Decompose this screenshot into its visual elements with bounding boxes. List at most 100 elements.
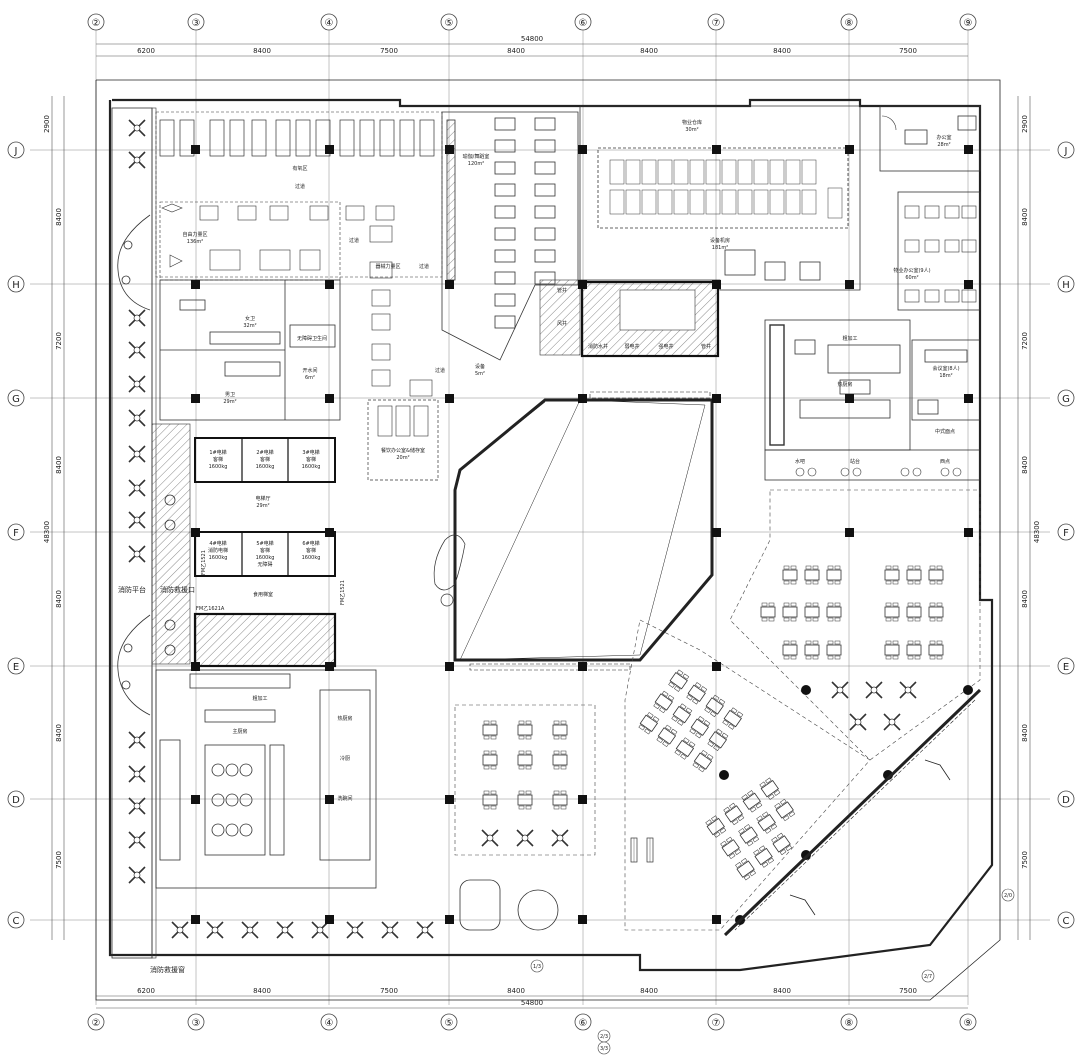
right-kitchen	[764, 319, 981, 481]
left-terrace	[111, 107, 157, 959]
svg-text:C: C	[13, 916, 20, 927]
svg-text:消防救援窗: 消防救援窗	[150, 965, 185, 974]
dimensions-bottom	[96, 995, 968, 1009]
svg-text:FM乙1621A: FM乙1621A	[196, 605, 225, 612]
svg-text:8400: 8400	[253, 47, 271, 55]
svg-text:无障碍卫生间: 无障碍卫生间	[297, 335, 327, 342]
svg-text:7500: 7500	[899, 47, 917, 55]
dimension-text-right: 2900 8400 7200 8400 48300 8400 8400 7500	[1021, 115, 1041, 869]
gym-zone: 有氧区 过道 自由力量区 136m² 过道 过道 器械力量区	[155, 111, 443, 397]
svg-text:1600kg: 1600kg	[256, 555, 275, 561]
svg-text:③: ③	[192, 1018, 201, 1029]
svg-text:120m²: 120m²	[468, 161, 484, 167]
svg-text:②: ②	[92, 1018, 101, 1029]
atrium-seating	[433, 534, 466, 607]
svg-text:1/3: 1/3	[533, 964, 541, 970]
svg-text:粗加工: 粗加工	[842, 335, 857, 342]
svg-text:⑤: ⑤	[445, 18, 454, 29]
svg-text:③: ③	[192, 18, 201, 29]
svg-text:G: G	[12, 394, 20, 405]
meeting-room-labels: 会议室(8人) 18m²	[932, 365, 959, 379]
svg-text:5#电梯: 5#电梯	[256, 540, 273, 547]
svg-text:客梯: 客梯	[260, 547, 270, 554]
svg-text:7500: 7500	[1021, 851, 1029, 869]
dimensions-top	[96, 43, 968, 57]
stair-core-labels: 管井 风井 消防水井 弱电井 强电井 管井	[557, 287, 711, 350]
svg-text:2/3: 2/3	[600, 1034, 608, 1040]
svg-text:客梯: 客梯	[306, 547, 316, 554]
restroom-labels: 女卫 32m² 男卫 29m² 开水间 6m² 无障碍卫生间	[223, 315, 327, 405]
svg-text:有氧区: 有氧区	[292, 165, 307, 172]
equip-zone-machines	[369, 225, 433, 397]
svg-text:8400: 8400	[507, 987, 525, 995]
svg-text:设备: 设备	[475, 363, 485, 370]
svg-text:60m²: 60m²	[905, 275, 918, 281]
svg-text:8400: 8400	[1021, 590, 1029, 608]
left-terrace-tables	[128, 119, 146, 884]
multi-room-labels: 瑜伽/舞蹈室 120m² 设备 5m² 过道	[435, 153, 489, 377]
svg-text:⑥: ⑥	[579, 1018, 588, 1029]
svg-text:E: E	[1063, 662, 1069, 673]
svg-text:7500: 7500	[380, 987, 398, 995]
mech-room	[579, 105, 861, 291]
svg-text:18m²: 18m²	[939, 373, 952, 379]
svg-text:136m²: 136m²	[187, 239, 203, 245]
svg-text:客梯: 客梯	[213, 456, 223, 463]
dimensions-sides	[51, 96, 1031, 940]
svg-text:办公室: 办公室	[936, 134, 951, 141]
svg-text:客梯: 客梯	[260, 456, 270, 463]
svg-text:8400: 8400	[253, 987, 271, 995]
svg-text:⑧: ⑧	[845, 18, 854, 29]
svg-text:热厨房: 热厨房	[837, 381, 852, 388]
svg-text:强电井: 强电井	[658, 343, 673, 350]
dimension-text-left: 2900 8400 7200 8400 48300 8400 8400 7500	[43, 115, 63, 869]
svg-text:F: F	[1063, 528, 1069, 539]
svg-text:8400: 8400	[55, 724, 63, 742]
svg-text:洗碗间: 洗碗间	[337, 795, 352, 802]
restrooms	[159, 279, 341, 421]
bottom-terrace-tables	[171, 921, 434, 939]
svg-text:瑜伽/舞蹈室: 瑜伽/舞蹈室	[463, 153, 490, 160]
dining-office: 餐饮办公室&储存室 20m²	[367, 399, 439, 481]
svg-text:热厨房: 热厨房	[337, 715, 352, 722]
svg-text:②: ②	[92, 18, 101, 29]
svg-text:54800: 54800	[521, 999, 543, 1007]
svg-text:FM乙1521: FM乙1521	[339, 580, 346, 605]
svg-text:28m²: 28m²	[937, 142, 950, 148]
svg-text:FM乙1521: FM乙1521	[200, 550, 207, 575]
treadmills	[159, 119, 435, 157]
svg-text:1600kg: 1600kg	[302, 555, 321, 561]
svg-text:会议室(8人): 会议室(8人)	[932, 365, 959, 372]
dining-tables-right	[760, 565, 944, 731]
svg-text:器械力量区: 器械力量区	[375, 263, 400, 270]
svg-text:粗加工: 粗加工	[252, 695, 267, 702]
svg-text:8400: 8400	[773, 987, 791, 995]
dimension-text-top: 54800 6200 8400 7500 8400 8400 8400 7500	[137, 35, 917, 55]
svg-text:3#电梯: 3#电梯	[302, 449, 319, 456]
svg-text:风井: 风井	[557, 320, 567, 327]
svg-text:4#电梯: 4#电梯	[209, 540, 226, 547]
svg-text:⑧: ⑧	[845, 1018, 854, 1029]
svg-text:弱电井: 弱电井	[624, 343, 639, 350]
svg-text:1600kg: 1600kg	[209, 464, 228, 470]
svg-text:G: G	[1062, 394, 1070, 405]
svg-text:F: F	[13, 528, 19, 539]
svg-text:6#电梯: 6#电梯	[302, 540, 319, 547]
svg-text:8400: 8400	[55, 590, 63, 608]
svg-text:设备机房: 设备机房	[710, 237, 730, 244]
center-dining	[454, 704, 596, 931]
svg-text:1600kg: 1600kg	[209, 555, 228, 561]
svg-text:8400: 8400	[55, 456, 63, 474]
svg-text:J: J	[14, 146, 18, 157]
svg-text:物业仓库: 物业仓库	[682, 119, 702, 126]
svg-text:水吧: 水吧	[795, 458, 805, 465]
svg-text:2#电梯: 2#电梯	[256, 449, 273, 456]
curved-planters	[117, 214, 151, 716]
svg-text:站台: 站台	[850, 458, 860, 465]
fire-labels: 消防平台 消防救援口 FM乙1621A FM乙1521 FM乙1521 消防救援…	[118, 550, 346, 974]
property-office-labels: 物业办公室(9人) 60m²	[893, 267, 930, 281]
svg-text:女卫: 女卫	[245, 315, 255, 322]
svg-text:过道: 过道	[349, 237, 359, 244]
svg-text:2900: 2900	[43, 115, 51, 133]
